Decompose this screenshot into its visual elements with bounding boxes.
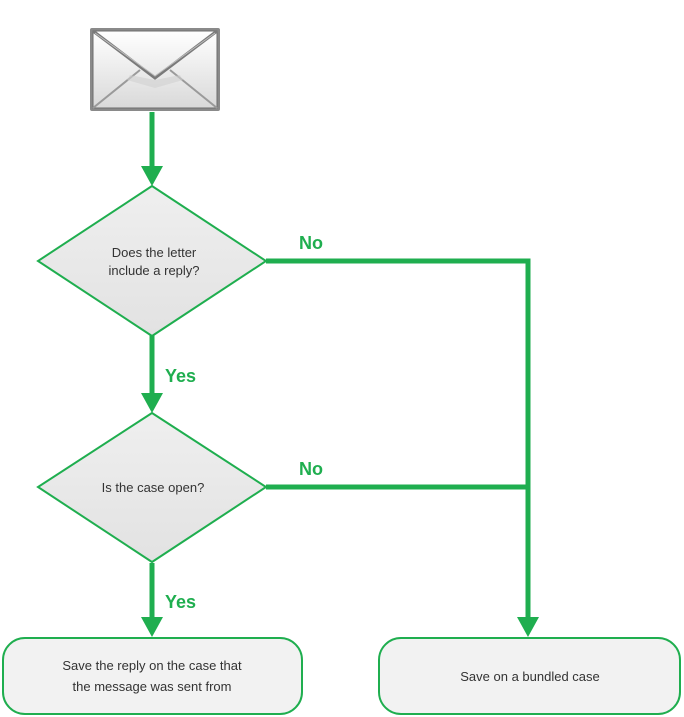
label-no-decision2: No <box>299 459 323 479</box>
envelope-icon <box>90 28 220 111</box>
decision-reply: Does the letter include a reply? <box>36 184 268 338</box>
decision-reply-line1: Does the letter <box>112 245 197 260</box>
decision-case-open: Is the case open? <box>36 411 268 564</box>
arrowhead-action-left <box>141 617 163 637</box>
action-save-on-case-line1: Save the reply on the case that <box>62 658 242 673</box>
arrowhead-decision2 <box>141 393 163 413</box>
arrowhead-action-right <box>517 617 539 637</box>
label-yes-decision2: Yes <box>165 592 196 612</box>
decision-case-open-label: Is the case open? <box>102 480 205 495</box>
decision-reply-line2: include a reply? <box>108 263 199 278</box>
action-save-on-case-line2: the message was sent from <box>73 679 232 694</box>
label-no-decision1: No <box>299 233 323 253</box>
action-save-bundled: Save on a bundled case <box>378 637 681 715</box>
arrowhead-decision1 <box>141 166 163 186</box>
connector-decision1-no <box>266 258 531 620</box>
label-yes-decision1: Yes <box>165 366 196 386</box>
connectors <box>149 112 531 620</box>
action-save-on-case: Save the reply on the case that the mess… <box>2 637 303 715</box>
arrowheads <box>141 166 539 637</box>
action-save-bundled-label: Save on a bundled case <box>460 669 600 684</box>
